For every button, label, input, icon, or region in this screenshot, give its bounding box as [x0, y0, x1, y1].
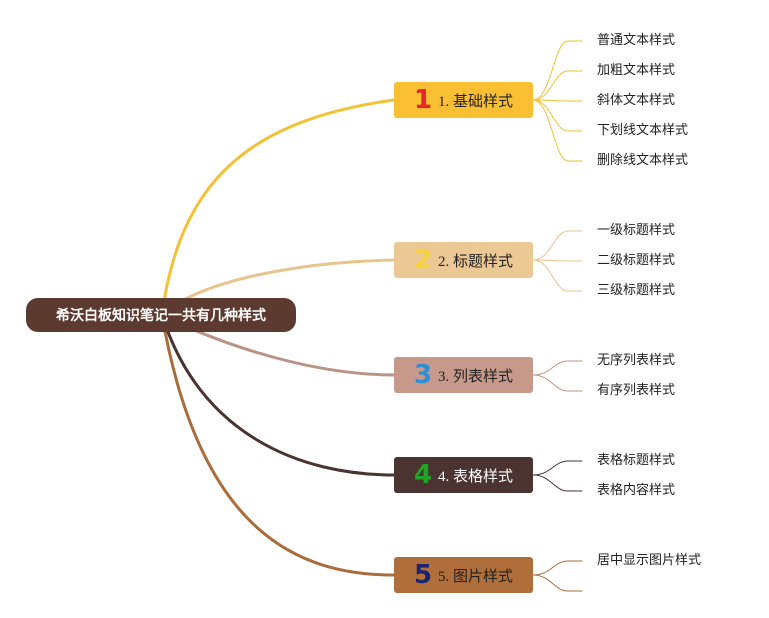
leaf-connector: [532, 460, 583, 476]
leaf-topic[interactable]: 无序列表样式: [597, 353, 676, 368]
branch-heading-styles[interactable]: 2 2. 标题样式: [394, 242, 533, 278]
leaf-topic[interactable]: 表格标题样式: [597, 453, 676, 468]
leaf-connector: [532, 360, 583, 376]
branch-label: 2. 标题样式: [438, 253, 514, 270]
leaf-topic[interactable]: 下划线文本样式: [597, 123, 689, 138]
branch-image-styles[interactable]: 5 5. 图片样式: [394, 557, 533, 593]
leaf-connector: [532, 99, 583, 162]
leaf-topic[interactable]: 三级标题样式: [597, 283, 676, 298]
root-topic[interactable]: 希沃白板知识笔记一共有几种样式: [26, 298, 296, 332]
leaf-topic[interactable]: 一级标题样式: [597, 223, 676, 238]
branch-label: 1. 基础样式: [438, 93, 514, 110]
number-one-icon: 1: [413, 85, 433, 115]
leaf-topic[interactable]: 表格内容样式: [597, 483, 676, 498]
branch-connector: [160, 98, 396, 317]
leaf-connector: [532, 99, 583, 102]
number-five-icon: 5: [413, 560, 433, 590]
leaf-topic[interactable]: 普通文本样式: [597, 33, 676, 48]
leaf-topic[interactable]: 加粗文本样式: [597, 63, 676, 78]
leaf-topic[interactable]: 有序列表样式: [597, 383, 676, 398]
branch-connector: [160, 313, 396, 577]
leaf-connector: [532, 560, 583, 576]
leaf-connector: [532, 374, 583, 392]
leaf-connector: [532, 259, 583, 262]
leaf-connector: [532, 230, 583, 261]
branch-label: 3. 列表样式: [438, 368, 514, 385]
leaf-connector: [532, 40, 583, 101]
branch-table-styles[interactable]: 4 4. 表格样式: [394, 457, 533, 493]
branch-basic-styles[interactable]: 1 1. 基础样式: [394, 82, 533, 118]
branch-label: 5. 图片样式: [438, 568, 514, 585]
branch-connector: [160, 313, 396, 477]
leaf-topic[interactable]: 二级标题样式: [597, 253, 676, 268]
leaf-connector: [532, 70, 583, 101]
leaf-topic[interactable]: 居中显示图片样式: [597, 553, 702, 568]
number-two-icon: 2: [413, 245, 433, 275]
number-three-icon: 3: [413, 360, 433, 390]
leaf-connector: [532, 574, 583, 592]
leaf-connector: [532, 99, 583, 132]
branch-label: 4. 表格样式: [438, 468, 514, 485]
number-four-icon: 4: [413, 460, 433, 490]
leaf-topic[interactable]: 删除线文本样式: [597, 153, 689, 168]
leaf-connector: [532, 259, 583, 292]
root-topic-label: 希沃白板知识笔记一共有几种样式: [56, 308, 266, 324]
branch-list-styles[interactable]: 3 3. 列表样式: [394, 357, 533, 393]
leaf-topic[interactable]: 斜体文本样式: [597, 93, 676, 108]
leaf-connector: [532, 474, 583, 492]
